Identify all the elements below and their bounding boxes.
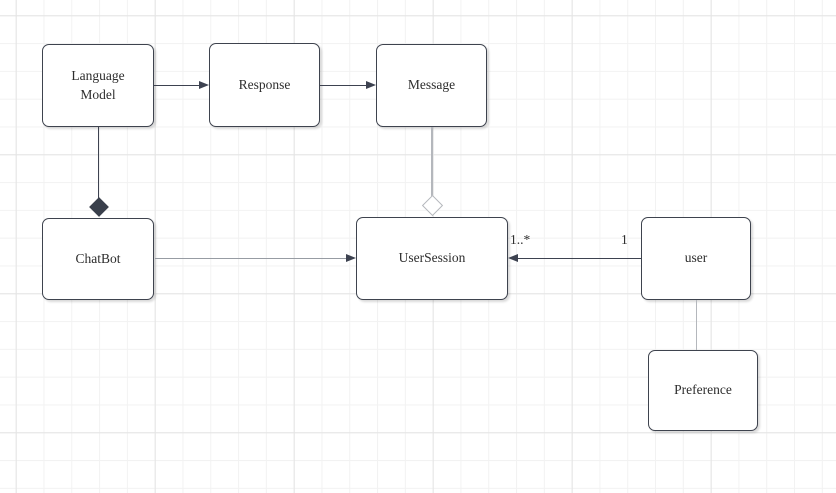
multiplicity-label-user[interactable]: 1 — [621, 232, 628, 247]
arrowhead-left-icon — [508, 254, 518, 262]
edge-chatbot-usersession[interactable] — [155, 257, 346, 260]
arrowhead-right-icon — [199, 81, 209, 89]
edge-language-model-response[interactable] — [154, 84, 200, 87]
arrowhead-right-icon — [346, 254, 356, 263]
arrowhead-right-icon — [366, 81, 376, 89]
class-box-chatbot[interactable]: ChatBot — [42, 218, 154, 300]
class-label-user: user — [684, 250, 708, 266]
class-label-message: Message — [407, 77, 456, 93]
edge-message-usersession[interactable] — [431, 127, 433, 196]
class-label-preference: Preference — [674, 382, 732, 398]
edge-response-message[interactable] — [320, 84, 366, 87]
edge-language-model-chatbot[interactable] — [97, 127, 99, 199]
edge-user-usersession[interactable] — [517, 257, 641, 260]
class-label-response: Response — [238, 76, 291, 92]
class-box-user[interactable]: user — [641, 217, 751, 300]
multiplicity-label-usersession[interactable]: 1..* — [510, 232, 531, 247]
class-label-usersession: UserSession — [398, 250, 466, 266]
class-box-message[interactable]: Message — [376, 44, 487, 127]
class-box-preference[interactable]: Preference — [648, 350, 758, 431]
edge-user-preference[interactable] — [695, 300, 698, 350]
composition-diamond-icon — [88, 196, 109, 217]
class-box-language-model[interactable]: Language Model — [42, 44, 154, 127]
class-box-response[interactable]: Response — [209, 43, 320, 127]
class-label-language-model: Language Model — [71, 68, 125, 102]
aggregation-diamond-icon — [421, 194, 443, 217]
class-box-usersession[interactable]: UserSession — [356, 217, 508, 300]
class-label-chatbot: ChatBot — [75, 250, 121, 266]
